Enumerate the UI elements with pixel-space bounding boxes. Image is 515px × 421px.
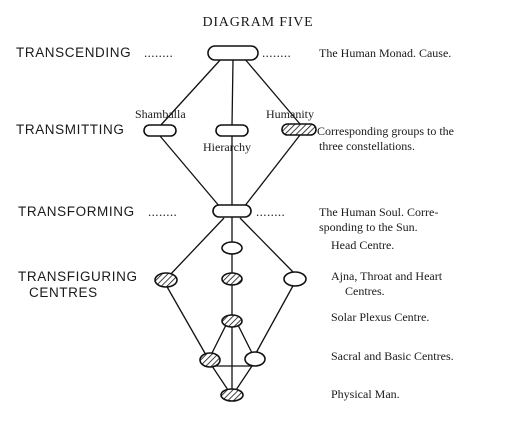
edge-shamballa-soul xyxy=(159,135,221,208)
edge-sacral-physical xyxy=(211,365,229,391)
edge-monad-humanity xyxy=(243,57,301,125)
edge-right-basic xyxy=(255,283,295,354)
node-label-hierarchy: Hierarchy xyxy=(203,140,251,154)
level-label-centres: CENTRES xyxy=(29,285,98,300)
node-throat-centre xyxy=(221,272,243,286)
node-label-shamballa: Shamballa xyxy=(135,107,186,121)
edge-soul-right xyxy=(239,217,295,274)
annotation-groups: Corresponding groups to the xyxy=(317,124,454,138)
node-shamballa xyxy=(143,124,177,137)
diagram-title: DIAGRAM FIVE xyxy=(202,15,313,30)
node-label-humanity: Humanity xyxy=(266,107,314,121)
edge-humanity-soul xyxy=(243,134,301,208)
node-physical-man xyxy=(220,388,244,402)
annotation-sacral-basic: Sacral and Basic Centres. xyxy=(331,349,454,363)
edge-basic-physical xyxy=(235,365,253,391)
edge-monad-shamballa xyxy=(159,57,223,127)
node-sacral-centre xyxy=(199,352,221,368)
connection-lines xyxy=(159,57,301,391)
edge-left-sacral xyxy=(165,284,207,356)
annotation-ajna-throat-heart-continued: Centres. xyxy=(345,284,385,298)
node-ajna-centre xyxy=(154,272,178,288)
dotted-leader: ........ xyxy=(144,45,173,60)
node-solar-plexus-centre xyxy=(221,314,243,328)
level-label-transforming: TRANSFORMING xyxy=(18,204,135,219)
dotted-leader: ........ xyxy=(148,204,177,219)
nodes xyxy=(143,45,317,402)
node-basic-centre xyxy=(244,351,266,367)
dotted-leader: ........ xyxy=(262,45,291,60)
annotation-solar-plexus: Solar Plexus Centre. xyxy=(331,310,429,324)
node-monad xyxy=(207,45,259,61)
annotation-ajna-throat-heart: Ajna, Throat and Heart xyxy=(331,269,443,283)
edge-solar-basic xyxy=(237,324,253,354)
annotation-human-soul-continued: sponding to the Sun. xyxy=(319,220,418,234)
annotation-groups-continued: three constellations. xyxy=(319,139,415,153)
dotted-leader: ........ xyxy=(256,204,285,219)
node-hierarchy xyxy=(215,124,249,137)
edge-soul-left xyxy=(167,217,225,278)
annotation-monad: The Human Monad. Cause. xyxy=(319,46,451,60)
annotation-physical-man: Physical Man. xyxy=(331,387,400,401)
node-humanity xyxy=(281,123,317,136)
level-label-transfiguring: TRANSFIGURING xyxy=(18,269,138,284)
level-label-transmitting: TRANSMITTING xyxy=(16,122,124,137)
node-head-centre xyxy=(221,241,243,255)
edge-monad-hierarchy xyxy=(231,59,234,127)
level-label-transcending: TRANSCENDING xyxy=(16,45,131,60)
annotation-head-centre: Head Centre. xyxy=(331,238,394,252)
annotation-human-soul: The Human Soul. Corre- xyxy=(319,205,438,219)
edge-solar-sacral xyxy=(211,324,227,354)
node-soul xyxy=(212,204,252,218)
node-heart-centre xyxy=(283,271,307,287)
